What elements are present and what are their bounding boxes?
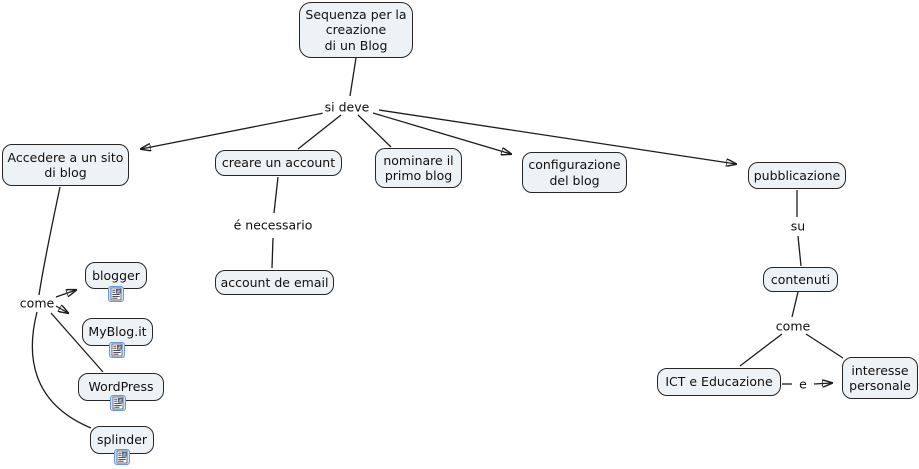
connector-sideve-creare [297, 114, 342, 150]
connector-e-interesse [813, 383, 832, 384]
node-myblog-label: MyBlog.it [88, 324, 147, 340]
node-pubblicazione-label: pubblicazione [753, 167, 841, 183]
connector-sideve-configurazione [372, 112, 511, 154]
link-label-come-left[interactable]: come [17, 295, 57, 311]
connector-come-blogger [55, 290, 76, 298]
connector-sideve-pubblicazione [378, 109, 736, 164]
resource-attachment-icon-wordpress[interactable] [110, 395, 126, 411]
connector-creare-enecessario [273, 176, 279, 214]
connector-come-wordpress [50, 312, 104, 373]
node-myblog[interactable]: MyBlog.it [82, 318, 153, 346]
node-configurazione-blog[interactable]: configurazione del blog [522, 152, 627, 193]
node-nominare-primo-blog[interactable]: nominare il primo blog [375, 148, 462, 188]
connector-come-interesse [805, 333, 844, 359]
node-account-email[interactable]: account de email [215, 270, 334, 295]
node-accedere-label: Accedere a un sito di blog [7, 149, 124, 180]
node-account-email-label: account de email [220, 274, 329, 290]
node-blogger-label: blogger [92, 267, 140, 283]
node-contenuti-label: contenuti [770, 271, 831, 287]
connector-contenuti-come [791, 291, 799, 318]
connector-enecessario-account [271, 237, 274, 269]
node-ict-educazione[interactable]: ICT e Educazione [657, 368, 781, 396]
node-root-label: Sequenza per la creazione di un Blog [305, 7, 407, 53]
node-splinder[interactable]: splinder [90, 426, 154, 454]
link-label-come-right[interactable]: come [773, 318, 813, 334]
connector-sideve-accedere [141, 111, 330, 149]
connector-come-splinder [31, 311, 92, 429]
link-label-e[interactable]: e [797, 376, 809, 392]
node-configurazione-label: configurazione del blog [528, 157, 621, 188]
link-label-si-deve[interactable]: si deve [322, 99, 372, 115]
connector-come-ict [739, 333, 783, 367]
resource-attachment-icon-splinder[interactable] [114, 449, 130, 465]
node-interesse-personale[interactable]: interesse personale [842, 357, 918, 399]
connector-sideve-nominare [357, 114, 392, 148]
connector-su-contenuti [797, 235, 802, 267]
node-pubblicazione[interactable]: pubblicazione [748, 162, 846, 189]
connector-root-sideve [349, 57, 357, 97]
connector-come-myblog [55, 306, 68, 313]
node-accedere-sito-blog[interactable]: Accedere a un sito di blog [2, 144, 129, 186]
node-creare-label: creare un account [221, 155, 336, 171]
node-ict-label: ICT e Educazione [665, 374, 773, 390]
node-root[interactable]: Sequenza per la creazione di un Blog [299, 2, 413, 58]
node-splinder-label: splinder [96, 432, 148, 448]
resource-attachment-icon-myblog[interactable] [109, 342, 125, 358]
link-label-e-necessario[interactable]: é necessario [231, 217, 315, 233]
node-blogger[interactable]: blogger [85, 262, 147, 289]
link-label-su[interactable]: su [788, 218, 808, 234]
node-contenuti[interactable]: contenuti [763, 267, 838, 292]
node-wordpress-label: WordPress [88, 379, 154, 395]
node-interesse-label: interesse personale [849, 362, 911, 393]
node-wordpress[interactable]: WordPress [78, 373, 164, 401]
node-creare-account[interactable]: creare un account [215, 150, 342, 176]
connector-accedere-come [38, 186, 61, 296]
resource-attachment-icon-blogger[interactable] [108, 286, 124, 302]
node-nominare-label: nominare il primo blog [383, 152, 454, 183]
